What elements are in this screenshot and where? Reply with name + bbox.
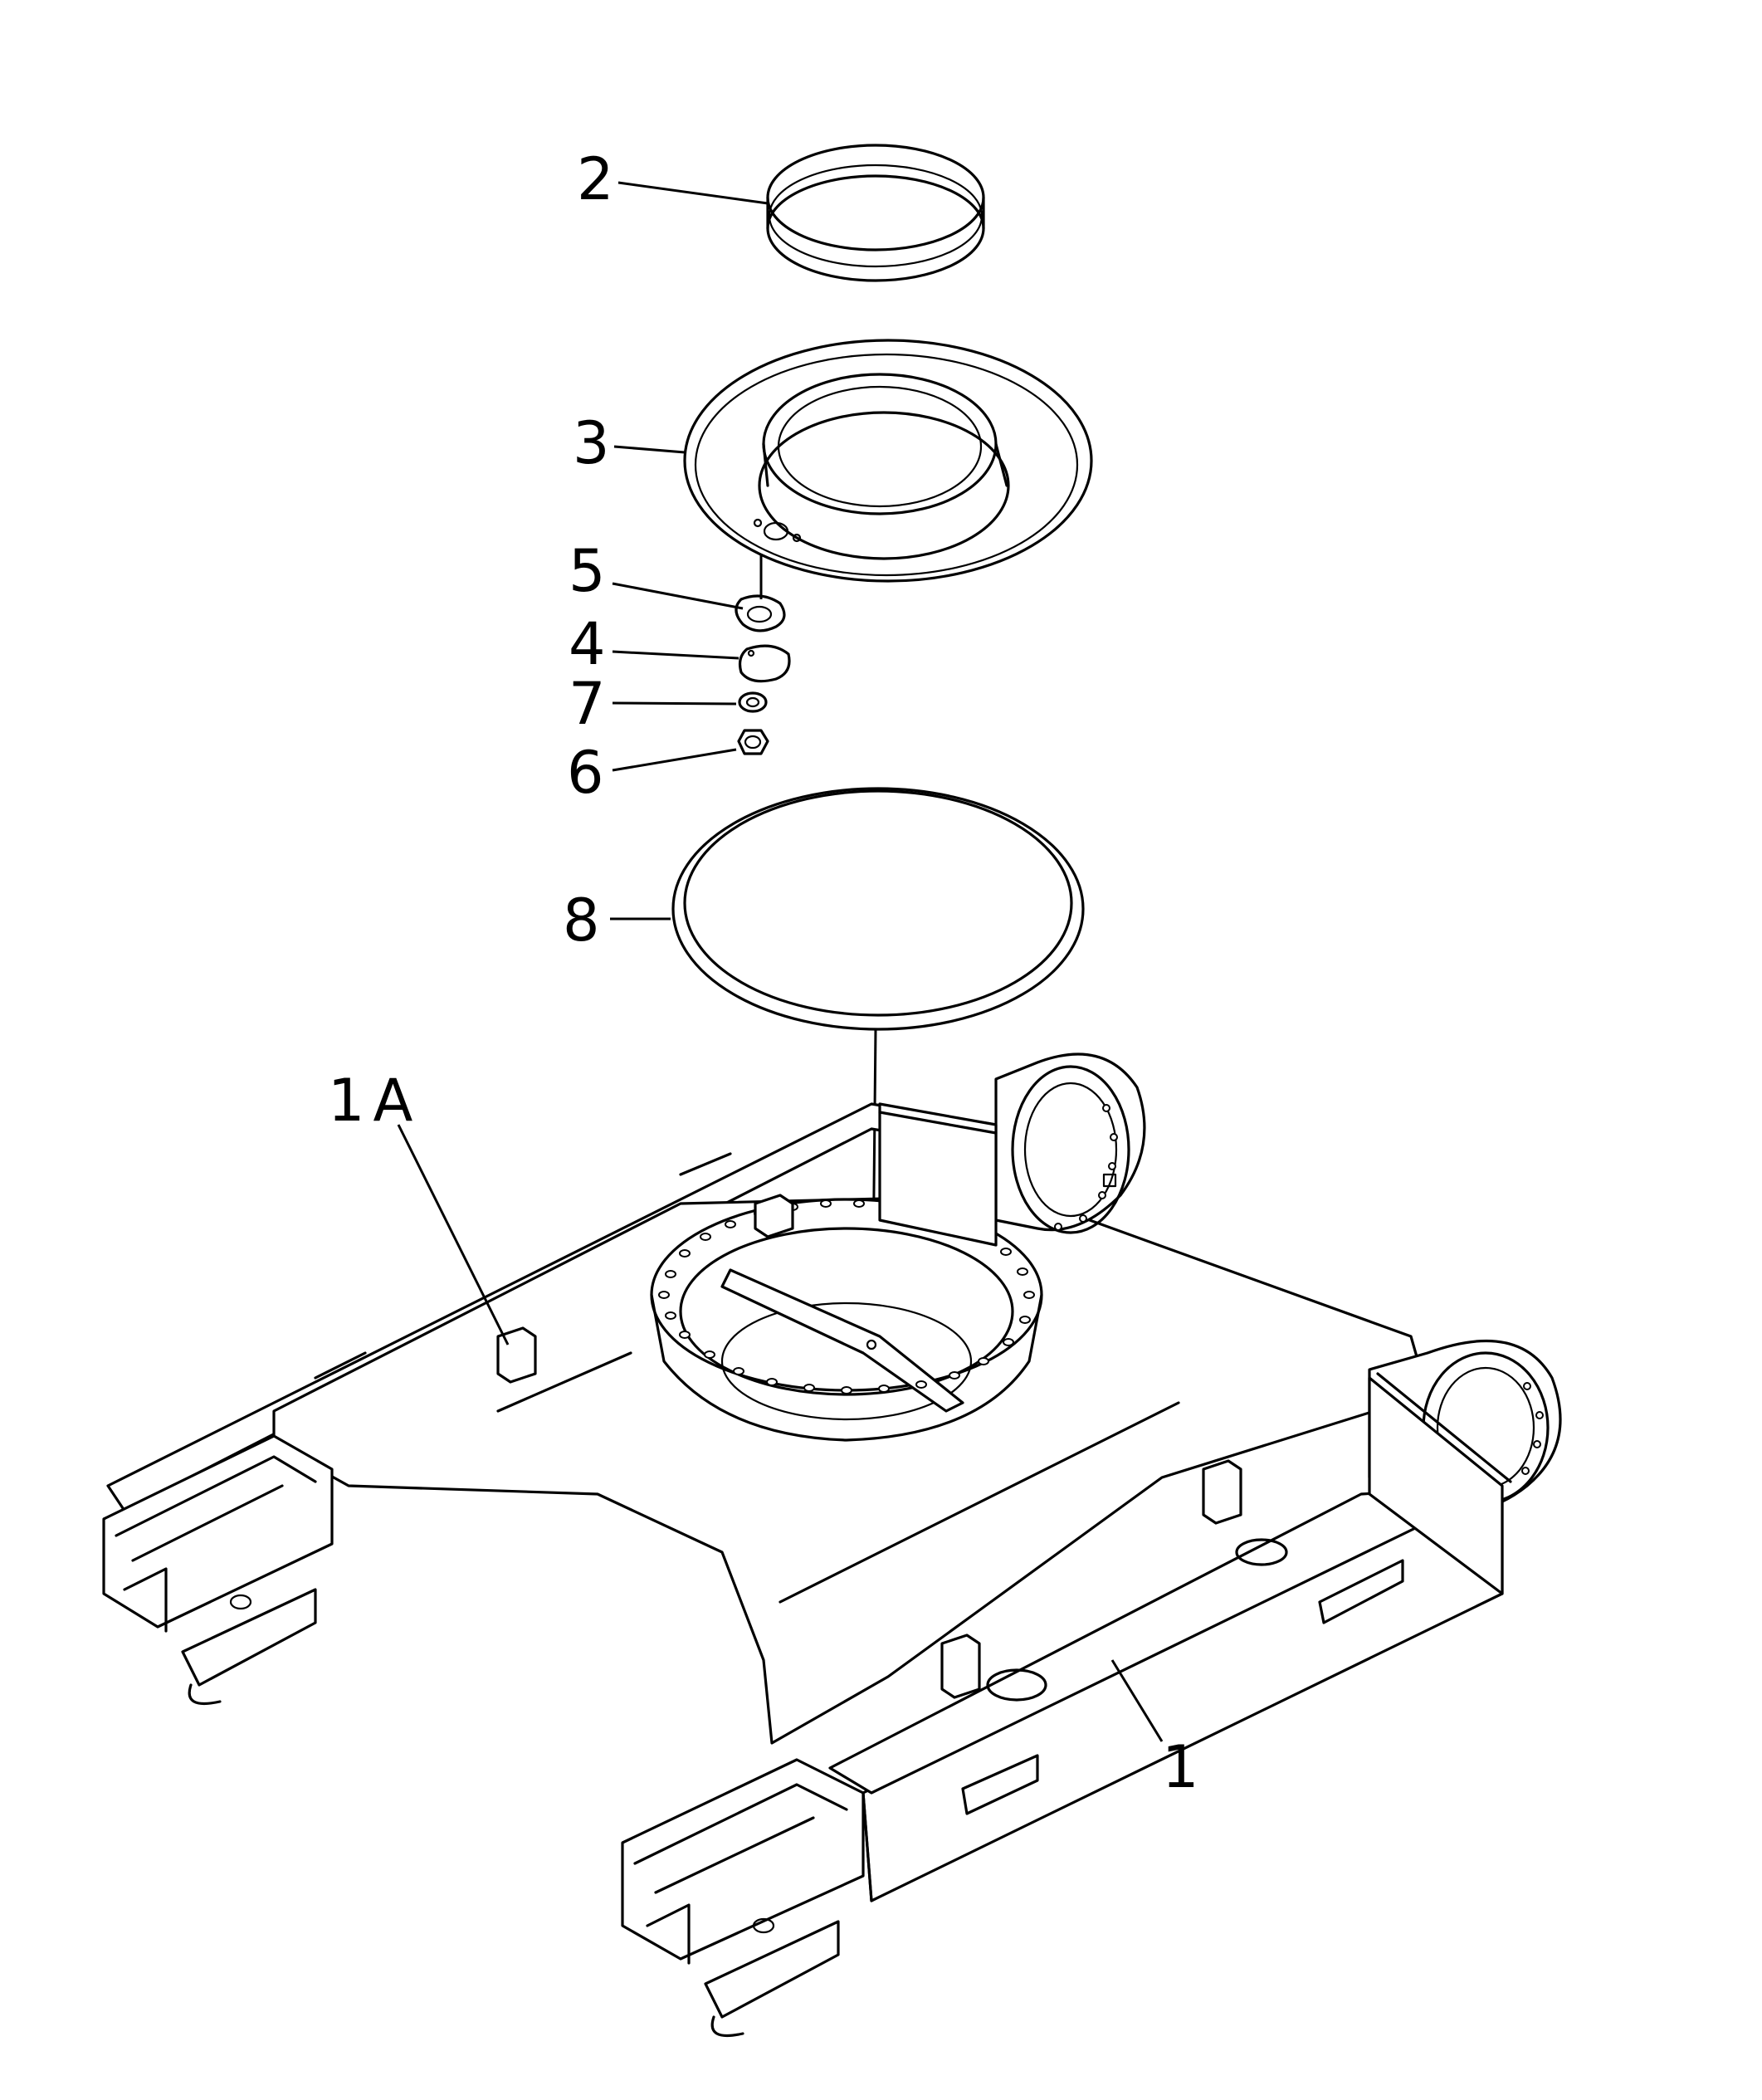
part-4-cover [738,644,791,683]
leader-lines [397,181,1164,1742]
callout-7: 7 [569,670,606,738]
part-5-gasket [735,594,786,632]
part-1-track-frame [102,1052,1562,2038]
callout-8: 8 [563,886,600,955]
part-7-washer [738,691,768,713]
callout-6: 6 [567,739,604,807]
callout-3: 3 [573,409,610,477]
stopper-blocks [496,1194,1242,1699]
callout-1A: 1A [328,1067,421,1135]
callout-1: 1 [1162,1733,1199,1801]
part-2-ring [766,144,985,282]
sprocket-housing-front [1368,1339,1562,1595]
callout-labels: 2 3 5 4 7 6 8 1A 1 [328,145,1199,1801]
part-3-plate [683,339,1093,599]
part-6-nut [737,729,769,755]
callout-4: 4 [569,610,606,678]
callout-2: 2 [577,145,614,213]
sprocket-housing-rear [878,1052,1146,1247]
callout-5: 5 [569,537,606,605]
